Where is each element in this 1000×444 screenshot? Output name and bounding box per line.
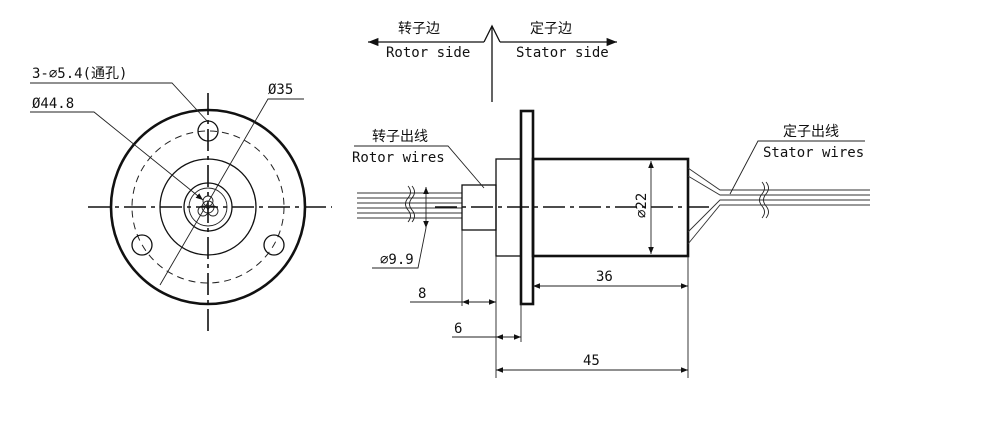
rotor-side-en: Rotor side: [386, 45, 470, 61]
stator-wires-leader: [729, 140, 865, 195]
rotor-wire-break: [405, 185, 411, 223]
rotor-wires-leader: [354, 145, 485, 189]
pcd-diameter-label: Ø35: [268, 82, 293, 98]
holes-leader: [30, 82, 209, 123]
outer-diameter-label: Ø44.8: [32, 96, 74, 112]
stator-wire-break: [759, 181, 765, 219]
flange-length-label: 6: [454, 321, 462, 337]
stator-wires-en: Stator wires: [763, 145, 864, 161]
mounting-hole-left: [131, 234, 153, 256]
side-view: 转子出线 Rotor wires 定子出线 Stator wires ⌀22 ⌀…: [352, 109, 870, 378]
outer-diameter-leader: [30, 111, 204, 201]
pcd-leader: [159, 98, 304, 286]
total-length-label: 45: [583, 353, 600, 369]
body-diameter-label: ⌀22: [634, 193, 650, 218]
stator-side-en: Stator side: [516, 45, 609, 61]
rotor-side-cn: 转子边: [398, 21, 440, 37]
stator-side-cn: 定子边: [530, 21, 572, 37]
stator-wires-cn: 定子出线: [783, 124, 839, 140]
body-length-label: 36: [596, 269, 613, 285]
shaft-diameter-leader: [372, 227, 427, 269]
shaft-diameter-label: ⌀9.9: [380, 252, 414, 268]
shaft-length-label: 8: [418, 286, 426, 302]
mounting-hole-right: [263, 234, 285, 256]
rotor-wires-en: Rotor wires: [352, 150, 445, 166]
holes-dimension: 3-⌀5.4(通孔): [32, 66, 127, 82]
front-view: 3-⌀5.4(通孔) Ø44.8 Ø35: [30, 66, 332, 333]
stator-wires-bundle: [687, 167, 870, 245]
rotor-wires-bundle: [357, 185, 462, 223]
rotor-wires-cn: 转子出线: [372, 129, 428, 145]
side-labels: 转子边 Rotor side 定子边 Stator side: [368, 21, 617, 102]
